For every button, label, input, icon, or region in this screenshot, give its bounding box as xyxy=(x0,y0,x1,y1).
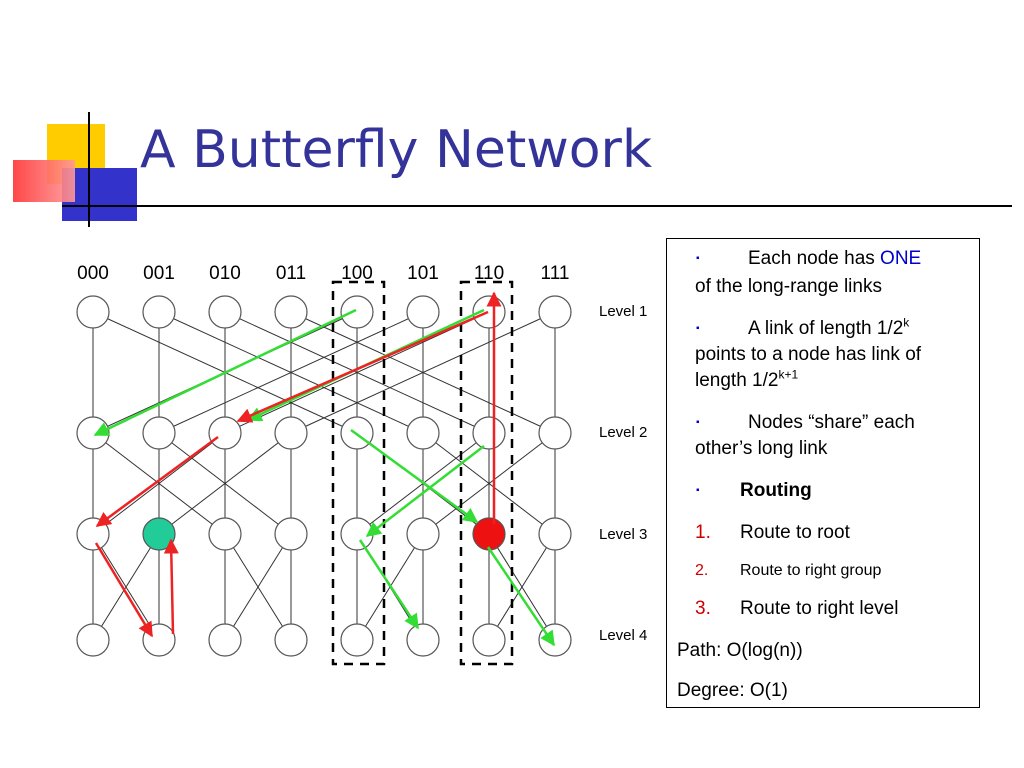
green-arrow xyxy=(350,428,479,524)
cross-edge xyxy=(224,533,292,641)
bullet-icon: ▪ xyxy=(696,417,700,428)
step-1-text: Route to root xyxy=(740,522,850,543)
network-node xyxy=(274,623,308,657)
bullet-icon: ▪ xyxy=(696,323,700,334)
cross-edge xyxy=(92,432,226,535)
column-label: 000 xyxy=(77,263,109,284)
network-node xyxy=(406,295,440,329)
network-node xyxy=(76,517,110,551)
network-node xyxy=(76,295,110,329)
routing-arrows xyxy=(93,291,556,647)
group-box xyxy=(331,280,386,666)
green-arrow xyxy=(486,546,556,647)
bullet-2-sup-2: k+1 xyxy=(778,367,799,382)
bullet-1-text: Each node has xyxy=(748,248,881,269)
network-node xyxy=(208,295,242,329)
level-label: Level 1 xyxy=(599,303,647,320)
bullet-2-line-1: A link of length 1/2k xyxy=(748,317,909,341)
red-arrow xyxy=(236,310,489,423)
red-arrow xyxy=(95,435,219,528)
network-node xyxy=(76,416,110,450)
network-node xyxy=(538,295,572,329)
network-node xyxy=(538,416,572,450)
decor-vertical-line xyxy=(88,112,90,227)
level-labels: Level 1 Level 2 Level 3 Level 4 xyxy=(599,303,647,644)
column-label: 100 xyxy=(341,263,373,284)
step-3-number: 3. xyxy=(695,598,711,619)
network-node xyxy=(406,517,440,551)
bullet-1-line-2: of the long-range links xyxy=(695,276,882,297)
cross-edge xyxy=(224,311,490,434)
degree-complexity: Degree: O(1) xyxy=(677,680,788,701)
network-node xyxy=(340,295,374,329)
bullet-2-line-3-text: length 1/2 xyxy=(695,370,779,391)
network-node xyxy=(274,416,308,450)
cross-edge xyxy=(92,533,160,641)
step-2-text: Route to right group xyxy=(740,562,882,579)
column-label: 001 xyxy=(143,263,175,284)
column-label: 110 xyxy=(474,263,504,284)
network-node xyxy=(472,416,506,450)
network-nodes xyxy=(76,295,572,657)
bullet-4-heading: Routing xyxy=(740,480,812,501)
decor-red-square xyxy=(13,160,75,202)
column-labels: 000 001 010 011 100 101 110 111 xyxy=(77,263,569,284)
column-label: 101 xyxy=(407,263,439,284)
column-label: 011 xyxy=(276,263,306,284)
level-label: Level 2 xyxy=(599,424,647,441)
title-divider xyxy=(62,205,1012,207)
network-node xyxy=(340,623,374,657)
level-label: Level 4 xyxy=(599,627,647,644)
bullet-1-accent: ONE xyxy=(880,248,922,269)
step-3-text: Route to right level xyxy=(740,598,899,619)
network-node xyxy=(538,517,572,551)
highlighted-node xyxy=(472,517,506,551)
cross-edge xyxy=(158,432,292,535)
cross-edge xyxy=(422,432,556,535)
column-label: 111 xyxy=(541,263,570,284)
network-node xyxy=(76,623,110,657)
network-node xyxy=(142,416,176,450)
network-node xyxy=(208,517,242,551)
bullet-2-sup: k xyxy=(903,315,910,330)
bullet-3-line-1: Nodes “share” each xyxy=(748,412,915,433)
bullet-2-text: A link of length 1/2 xyxy=(748,318,904,339)
network-node xyxy=(406,416,440,450)
green-arrow xyxy=(365,445,485,537)
network-node xyxy=(142,295,176,329)
level-label: Level 3 xyxy=(599,526,647,543)
network-node xyxy=(406,623,440,657)
network-edges xyxy=(92,311,556,641)
bullet-icon: ▪ xyxy=(696,253,700,264)
path-complexity: Path: O(log(n)) xyxy=(677,640,803,661)
cross-edge xyxy=(488,533,556,641)
network-node xyxy=(472,623,506,657)
bullet-2-line-2: points to a node has link of xyxy=(695,344,922,365)
bullet-icon: ▪ xyxy=(696,485,700,496)
bullet-2-line-3: length 1/2k+1 xyxy=(695,369,798,393)
green-arrow xyxy=(358,539,420,630)
red-arrow xyxy=(163,538,179,635)
group-box xyxy=(459,280,514,666)
step-2-number: 2. xyxy=(695,562,709,579)
step-1-number: 1. xyxy=(695,522,711,543)
network-node xyxy=(208,623,242,657)
bullet-1-line-1: Each node has ONE xyxy=(748,247,921,271)
group-boxes xyxy=(331,280,514,666)
network-node xyxy=(274,295,308,329)
network-node xyxy=(274,517,308,551)
network-node xyxy=(208,416,242,450)
green-arrow xyxy=(93,308,357,437)
red-arrow xyxy=(94,542,154,638)
info-panel: ▪ Each node has ONE of the long-range li… xyxy=(666,238,980,708)
slide-title: A Butterfly Network xyxy=(140,120,653,180)
bullet-3-line-2: other’s long link xyxy=(695,438,828,459)
column-label: 010 xyxy=(209,263,241,284)
cross-edge xyxy=(158,311,424,434)
